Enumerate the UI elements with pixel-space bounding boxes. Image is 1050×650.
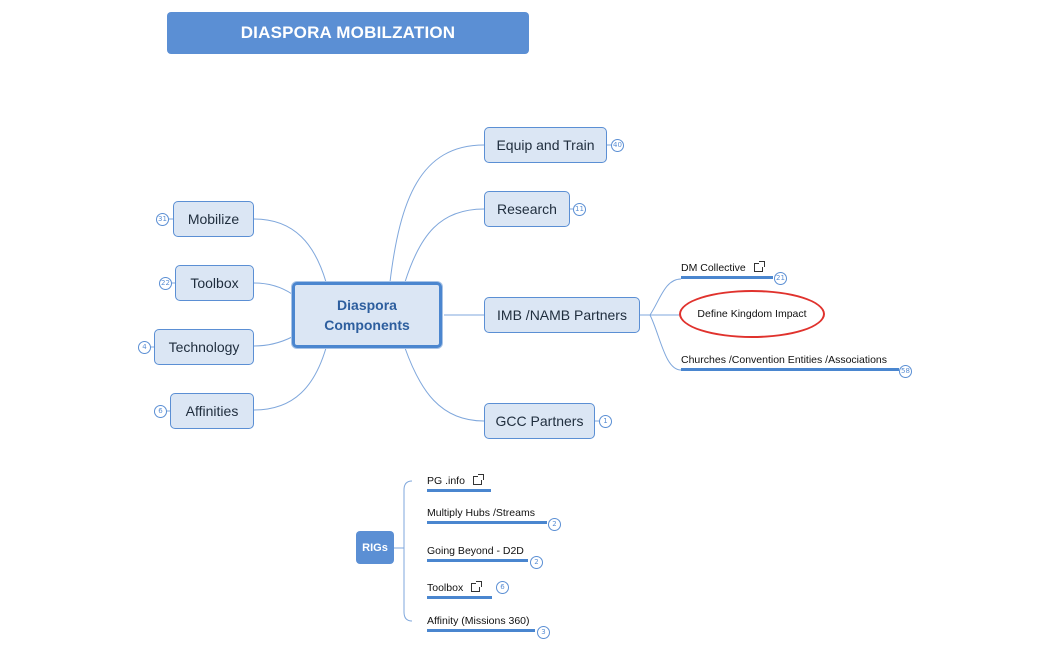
topic-label: GCC Partners: [495, 413, 584, 429]
subtopic-label: DM Collective: [681, 262, 746, 274]
rigs-item-pg-info[interactable]: PG .info: [427, 473, 491, 492]
count-badge-multiply-hubs[interactable]: 2: [548, 518, 561, 531]
count-badge-dm-collective[interactable]: 21: [774, 272, 787, 285]
rigs-item-label: Multiply Hubs /Streams: [427, 507, 535, 519]
subtopic-label: Define Kingdom Impact: [697, 308, 807, 320]
connector-affinities: [253, 347, 327, 411]
connector-churches: [649, 314, 682, 371]
external-link-icon[interactable]: [472, 473, 484, 485]
topic-label: Affinities: [185, 403, 239, 419]
topic-label: Equip and Train: [496, 137, 595, 153]
connector-research: [404, 208, 485, 283]
count-badge-research[interactable]: 11: [573, 203, 586, 216]
connector-gcc-partners: [404, 347, 485, 422]
count-badge-affinity-missions[interactable]: 3: [537, 626, 550, 639]
rigs-item-label: Going Beyond - D2D: [427, 545, 524, 557]
map-title-banner[interactable]: DIASPORA MOBILZATION: [167, 12, 529, 54]
rigs-item-toolbox[interactable]: Toolbox: [427, 580, 492, 599]
external-link-icon[interactable]: [753, 260, 765, 272]
subtopic-churches-convention-entities-associations[interactable]: Churches /Convention Entities /Associati…: [681, 352, 899, 371]
count-badge-rigs-toolbox[interactable]: 6: [496, 581, 509, 594]
topic-equip-and-train[interactable]: Equip and Train: [484, 127, 607, 163]
subtopic-label: Churches /Convention Entities /Associati…: [681, 354, 888, 366]
rigs-item-going-beyond-d2d[interactable]: Going Beyond - D2D: [427, 543, 528, 562]
external-link-icon[interactable]: [471, 580, 483, 592]
rigs-item-label: Toolbox: [427, 582, 464, 594]
topic-label: Technology: [168, 339, 240, 355]
topic-imb-namb-partners[interactable]: IMB /NAMB Partners: [484, 297, 640, 333]
count-badge-equip-and-train[interactable]: 40: [611, 139, 624, 152]
central-topic[interactable]: Diaspora Components: [292, 282, 442, 348]
topic-label: Toolbox: [190, 275, 239, 291]
topic-toolbox[interactable]: Toolbox: [175, 265, 254, 301]
map-title: DIASPORA MOBILZATION: [240, 23, 456, 42]
central-topic-line2: Components: [324, 317, 410, 333]
connector-mobilize: [253, 218, 327, 283]
subtopic-define-kingdom-impact-highlighted[interactable]: Define Kingdom Impact: [679, 290, 825, 338]
connector-dm-collective: [640, 278, 682, 316]
rigs-label: RIGs: [362, 541, 388, 554]
topic-affinities[interactable]: Affinities: [170, 393, 254, 429]
rigs-bracket: [403, 480, 413, 622]
connector-toolbox: [253, 282, 293, 295]
topic-mobilize[interactable]: Mobilize: [173, 201, 254, 237]
subtopic-dm-collective[interactable]: DM Collective: [681, 260, 773, 279]
topic-label: Mobilize: [187, 211, 240, 227]
count-badge-toolbox[interactable]: 22: [159, 277, 172, 290]
connector-technology: [253, 336, 293, 347]
count-badge-going-beyond[interactable]: 2: [530, 556, 543, 569]
count-badge-gcc-partners[interactable]: 1: [599, 415, 612, 428]
rigs-item-affinity-missions-360[interactable]: Affinity (Missions 360): [427, 613, 535, 632]
count-badge-mobilize[interactable]: 31: [156, 213, 169, 226]
connector-equip-and-train: [389, 144, 485, 283]
topic-label: Research: [497, 201, 557, 217]
topic-gcc-partners[interactable]: GCC Partners: [484, 403, 595, 439]
count-badge-affinities[interactable]: 6: [154, 405, 167, 418]
count-badge-churches[interactable]: 58: [899, 365, 912, 378]
topic-label: IMB /NAMB Partners: [497, 307, 627, 323]
topic-technology[interactable]: Technology: [154, 329, 254, 365]
topic-research[interactable]: Research: [484, 191, 570, 227]
rigs-item-label: PG .info: [427, 475, 465, 487]
count-badge-technology[interactable]: 4: [138, 341, 151, 354]
rigs-floating-topic[interactable]: RIGs: [356, 531, 394, 564]
central-topic-line1: Diaspora: [337, 297, 397, 313]
rigs-item-label: Affinity (Missions 360): [427, 615, 530, 627]
rigs-item-multiply-hubs-streams[interactable]: Multiply Hubs /Streams: [427, 505, 547, 524]
